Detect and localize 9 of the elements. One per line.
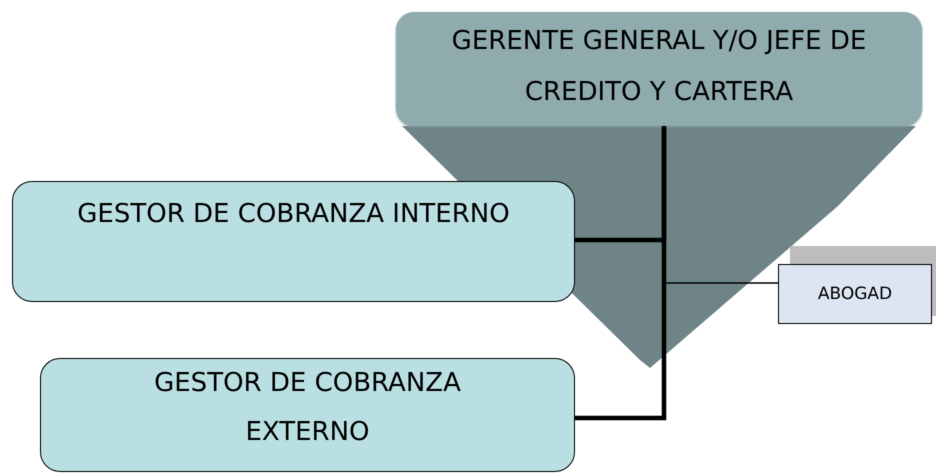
role-title: GESTOR DE COBRANZA INTERNO bbox=[77, 198, 510, 231]
role-title: ABOGAD bbox=[818, 284, 892, 304]
role-box bbox=[40, 358, 575, 472]
role-box bbox=[778, 264, 932, 324]
role-box bbox=[12, 181, 575, 302]
role-title: GESTOR DE COBRANZA EXTERNO bbox=[153, 367, 462, 450]
connector-line bbox=[575, 126, 666, 420]
role-title: GERENTE GENERAL Y/O JEFE DE CREDITO Y CARTERA bbox=[450, 25, 868, 109]
manager-box bbox=[396, 12, 922, 126]
